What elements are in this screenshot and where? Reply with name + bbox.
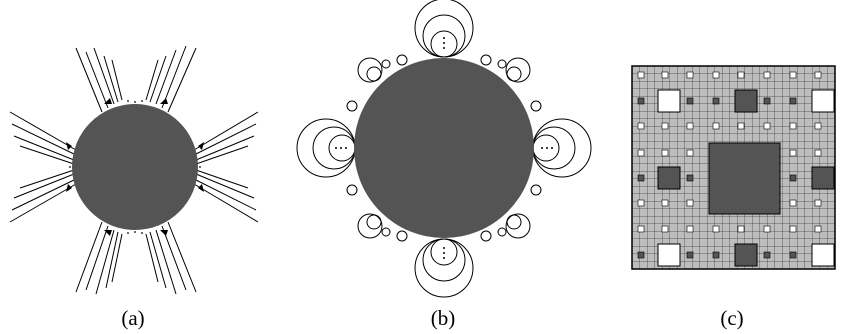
caption-b: (b) xyxy=(430,306,456,330)
tangent-circles-b xyxy=(296,0,592,298)
panel-c: (c) xyxy=(612,0,853,334)
panel-b: (b) xyxy=(282,0,592,334)
dots-b xyxy=(335,37,553,259)
carpet-squares xyxy=(657,89,835,267)
caption-c: (c) xyxy=(720,306,744,330)
panel-a-figure xyxy=(9,45,259,295)
panel-a: (a) xyxy=(0,0,270,334)
panel-b-figure xyxy=(296,0,592,298)
small-squares xyxy=(637,71,822,259)
dots-a xyxy=(69,100,201,234)
central-disk-b xyxy=(354,58,534,238)
panel-c-figure xyxy=(631,65,836,270)
central-disk-a xyxy=(72,104,198,230)
small-cusps-a xyxy=(66,98,204,236)
caption-a: (a) xyxy=(121,306,145,330)
ray-bundles-a xyxy=(9,45,259,295)
